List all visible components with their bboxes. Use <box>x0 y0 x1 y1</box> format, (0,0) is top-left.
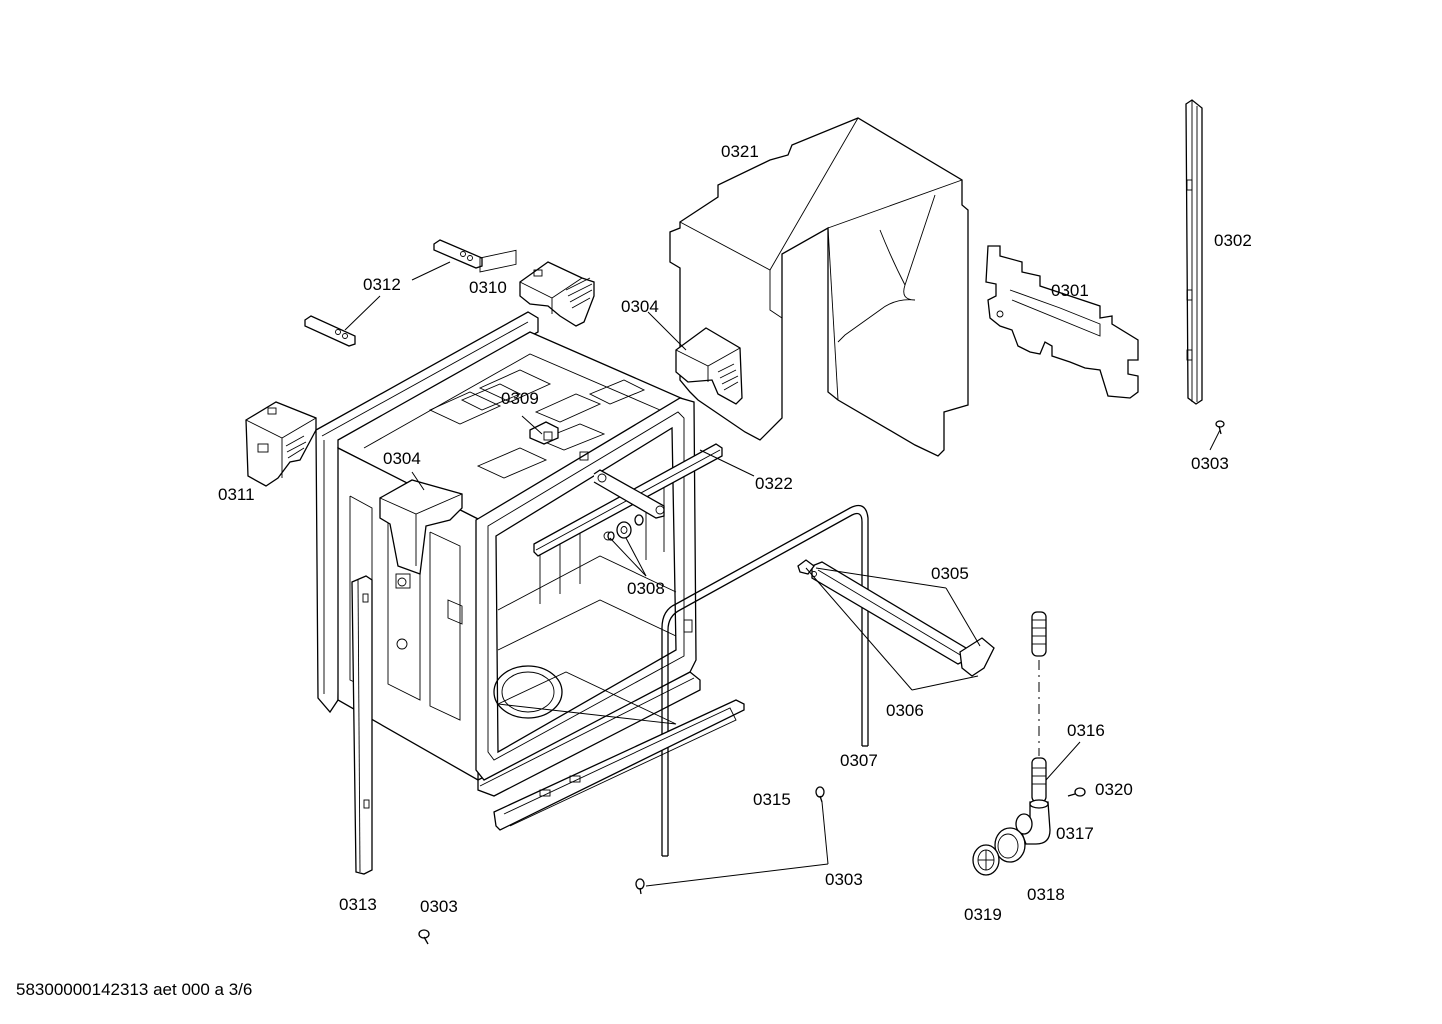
drawing-code: 58300000142313 aet 000 a 3/6 <box>16 980 253 999</box>
part-0319-cap <box>972 844 1000 876</box>
label-0317: 0317 <box>1056 824 1094 843</box>
label-0304-upper: 0304 <box>621 297 659 316</box>
label-0313: 0313 <box>339 895 377 914</box>
part-0318-nut <box>994 827 1026 863</box>
label-0319: 0319 <box>964 905 1002 924</box>
part-0303-screw-right <box>1215 420 1225 435</box>
part-bottom-front-plate <box>493 699 745 831</box>
label-0308: 0308 <box>627 579 665 598</box>
part-0313-strip <box>351 575 373 875</box>
part-0304-bracket-upper <box>675 327 743 405</box>
label-0303-center: 0303 <box>825 870 863 889</box>
part-0301-bracket <box>985 245 1139 399</box>
part-0309-clip <box>529 421 559 445</box>
part-labels: 0321 0302 0301 0304 0312 0310 0309 0304 … <box>218 142 1252 924</box>
part-0321-cover <box>669 117 969 457</box>
label-0304-lower: 0304 <box>383 449 421 468</box>
label-0307: 0307 <box>840 751 878 770</box>
part-0312-plates <box>304 239 483 347</box>
part-0305-rail <box>797 559 995 677</box>
label-0312: 0312 <box>363 275 401 294</box>
label-0322: 0322 <box>755 474 793 493</box>
label-0306: 0306 <box>886 701 924 720</box>
label-0301: 0301 <box>1051 281 1089 300</box>
part-0322-crossbar <box>533 443 723 557</box>
part-0317-elbow <box>1015 799 1051 845</box>
part-0315-screw <box>815 786 825 803</box>
part-0316-hose <box>1031 611 1047 803</box>
label-0311: 0311 <box>218 485 255 504</box>
label-0310: 0310 <box>469 278 507 297</box>
part-0311-connector <box>245 401 317 487</box>
label-0316: 0316 <box>1067 721 1105 740</box>
part-0303-screw-center <box>635 878 645 895</box>
label-0321: 0321 <box>721 142 759 161</box>
part-0308-washers <box>607 514 644 541</box>
label-0302: 0302 <box>1214 231 1252 250</box>
label-0320: 0320 <box>1095 780 1133 799</box>
part-0304-bracket-lower <box>379 479 463 575</box>
part-0302-side-strip <box>1185 99 1203 405</box>
leader-lines <box>344 261 1221 887</box>
label-0303-right: 0303 <box>1191 454 1229 473</box>
label-0303-left: 0303 <box>420 897 458 916</box>
part-0310-connector <box>519 261 595 327</box>
part-0303-screw-left <box>418 929 430 945</box>
label-0315: 0315 <box>753 790 791 809</box>
part-0307-seal <box>661 504 869 857</box>
label-0305: 0305 <box>931 564 969 583</box>
label-0318: 0318 <box>1027 885 1065 904</box>
label-0309: 0309 <box>501 389 539 408</box>
part-0320-screw <box>1067 787 1086 797</box>
